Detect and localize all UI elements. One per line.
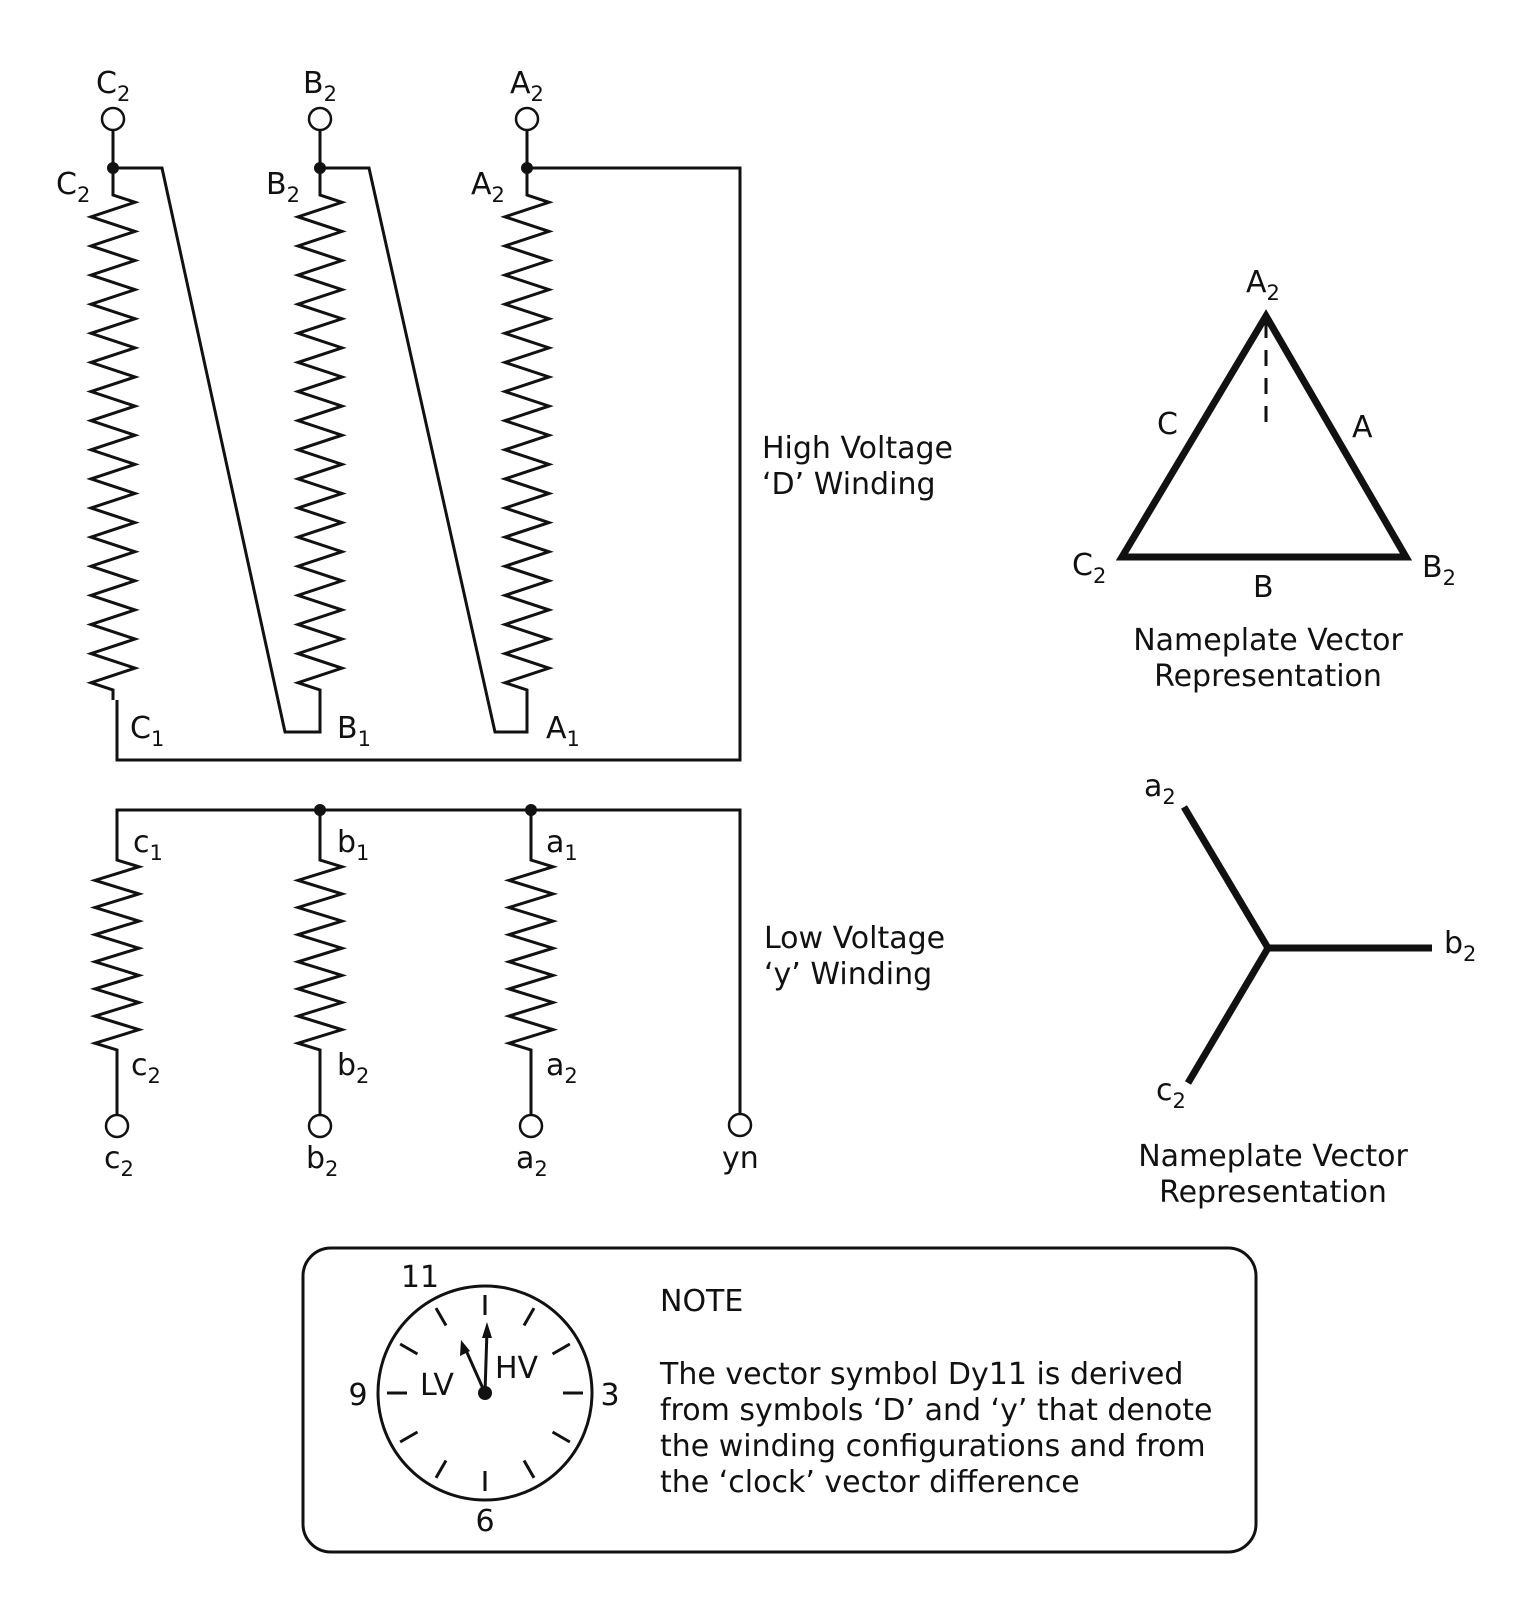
star-label-c2: c2 (1156, 1073, 1186, 1113)
hv-coil-top-label-b2: B2 (266, 167, 300, 207)
clock-number-9: 9 (348, 1378, 367, 1413)
note-line-3: the winding configurations and from (660, 1429, 1206, 1464)
clock-hv-label: HV (495, 1351, 539, 1386)
hv-wire-a2-to-c1 (115, 166, 742, 762)
star-label-a2: a2 (1144, 769, 1176, 809)
delta-caption-line2: Representation (1154, 659, 1382, 694)
hv-terminal-label-a2: A2 (510, 66, 544, 106)
hv-coil-b (293, 168, 347, 700)
lv-coil-bottom-label-a2: a2 (546, 1048, 578, 1088)
lv-terminal-label-b2: b2 (306, 1141, 338, 1181)
lv-terminal-a2 (518, 1113, 544, 1139)
lv-coil-top-label-b1: b1 (337, 825, 369, 865)
note-title: NOTE (660, 1284, 743, 1319)
lv-coil-b (292, 855, 348, 1055)
lv-terminal-label-c2: c2 (104, 1141, 134, 1181)
lv-terminal-c2 (104, 1113, 130, 1139)
clock-hand-lv (463, 1347, 487, 1394)
lv-coil-top-label-a1: a1 (546, 825, 578, 865)
clock-tick-7 (434, 1459, 448, 1479)
hv-coil-bottom-label-a1: A1 (546, 711, 580, 751)
note-frame (301, 1246, 1258, 1554)
delta-left-label: C2 (1072, 548, 1106, 588)
lv-junction-b1 (314, 804, 326, 816)
clock-ticks (387, 1295, 583, 1491)
note-line-2: from symbols ‘D’ and ‘y’ that denote (660, 1393, 1212, 1428)
clock-tick-5 (522, 1459, 536, 1479)
lv-coil-bottom-label-b2: b2 (337, 1048, 369, 1088)
delta-side-c-label: C (1157, 407, 1178, 442)
hv-delta-winding: C2 B2 A2 C2 B2 A2 C1 B1 A1 High Voltage … (56, 66, 953, 762)
hv-wire-b2-to-a1 (320, 166, 529, 734)
clock-tick-2 (551, 1342, 571, 1356)
lv-coil-top-label-c1: c1 (133, 825, 163, 865)
lv-terminal-b2 (307, 1113, 333, 1139)
hv-caption-line1: High Voltage (762, 431, 953, 466)
lv-junction-a1 (525, 804, 537, 816)
hv-coil-top-label-c2: C2 (56, 167, 90, 207)
hv-wire-c2-to-b1 (113, 166, 322, 734)
clock-tick-4 (551, 1430, 571, 1444)
hv-terminal-c2 (100, 106, 126, 132)
hv-coil-a (500, 168, 554, 700)
star-caption-line1: Nameplate Vector (1138, 1139, 1408, 1174)
hv-terminal-label-b2: B2 (303, 66, 337, 106)
lv-coil-c (89, 855, 145, 1055)
note-line-1: The vector symbol Dy11 is derived (659, 1357, 1183, 1392)
note-line-4: the ‘clock’ vector difference (660, 1465, 1080, 1500)
clock-lv-label: LV (420, 1368, 454, 1403)
star-label-b2: b2 (1444, 926, 1476, 966)
hv-coil-bottom-label-c1: C1 (130, 711, 164, 751)
delta-side-b-label: B (1253, 570, 1274, 605)
note-box: LV HV 11 9 3 6 NOTE The vector symbol Dy… (301, 1246, 1258, 1554)
hv-coil-bottom-label-b1: B1 (337, 711, 371, 751)
clock-tick-1 (522, 1307, 536, 1327)
hv-terminal-b2 (307, 106, 333, 132)
delta-vector-diagram: A2 C2 B2 C A B Nameplate Vector Represen… (1072, 265, 1456, 694)
lv-star-winding: c1 b1 a1 c2 b2 a2 c2 b2 a2 yn Low Voltag… (89, 804, 945, 1181)
delta-apex-label: A2 (1246, 265, 1280, 305)
star-arm-c2 (1184, 946, 1272, 1085)
clock-center (478, 1386, 492, 1400)
hv-caption-line2: ‘D’ Winding (762, 467, 936, 502)
lv-coil-bottom-label-c2: c2 (131, 1048, 161, 1088)
hv-coil-top-label-a2: A2 (471, 167, 505, 207)
clock-diagram: LV HV 11 9 3 6 (348, 1260, 619, 1539)
lv-terminal-neutral (727, 1112, 753, 1138)
delta-triangle (1115, 309, 1413, 561)
hv-terminal-label-c2: C2 (96, 66, 130, 106)
delta-caption-line1: Nameplate Vector (1133, 623, 1403, 658)
clock-tick-8 (399, 1430, 419, 1444)
delta-right-label: B2 (1422, 550, 1456, 590)
star-arm-a2 (1180, 805, 1272, 950)
hv-terminal-a2 (514, 106, 540, 132)
hv-coil-c (86, 168, 140, 700)
clock-tick-11 (434, 1307, 448, 1327)
lv-terminal-label-a2: a2 (516, 1141, 548, 1181)
lv-coil-a (503, 855, 559, 1055)
clock-number-11: 11 (401, 1260, 439, 1295)
delta-side-a-label: A (1352, 410, 1373, 445)
star-vector-diagram: a2 b2 c2 Nameplate Vector Representation (1138, 769, 1476, 1210)
clock-hand-hv-arrowhead (482, 1322, 492, 1338)
clock-tick-10 (399, 1342, 419, 1356)
lv-terminal-label-yn: yn (722, 1141, 759, 1176)
clock-number-6: 6 (475, 1504, 494, 1539)
clock-hand-hv (483, 1329, 489, 1394)
lv-caption-line2: ‘y’ Winding (764, 957, 932, 992)
lv-caption-line1: Low Voltage (764, 921, 945, 956)
clock-number-3: 3 (600, 1378, 619, 1413)
star-caption-line2: Representation (1159, 1175, 1387, 1210)
lv-neutral-bus (115, 808, 742, 1113)
clock-hand-lv-arrowhead (460, 1340, 470, 1356)
